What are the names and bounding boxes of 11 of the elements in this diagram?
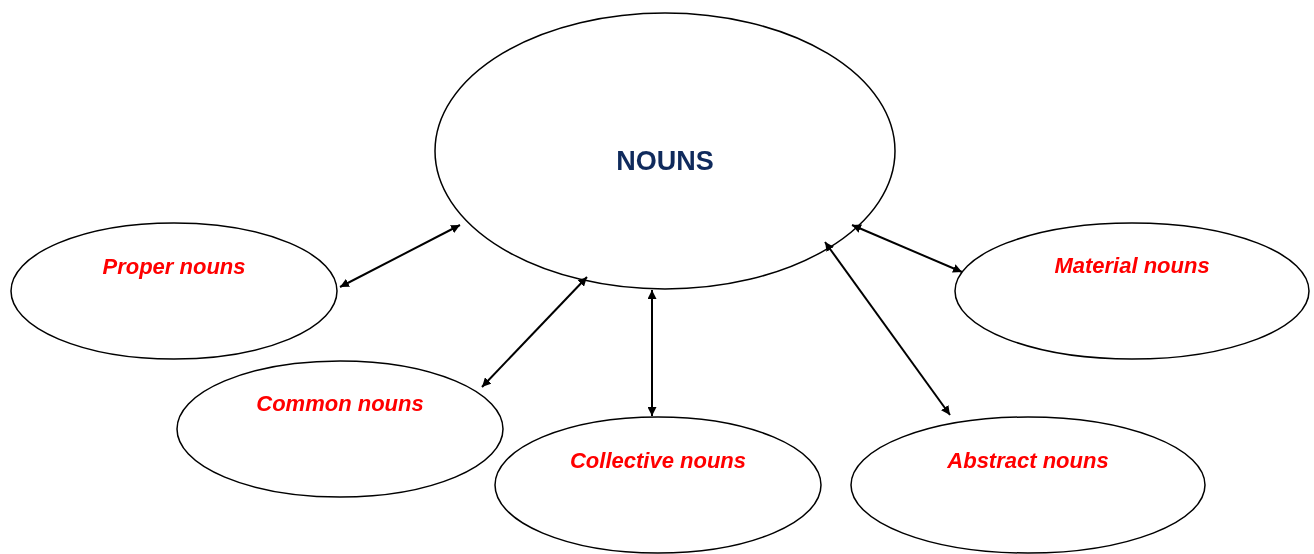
node-label: Common nouns <box>256 391 424 417</box>
node-label: Material nouns <box>1054 253 1210 279</box>
double-arrow <box>851 224 963 273</box>
node-label: Proper nouns <box>102 254 246 280</box>
double-arrow <box>481 276 588 388</box>
double-arrow <box>647 289 657 417</box>
double-arrow <box>824 241 951 416</box>
node-label: Collective nouns <box>569 448 746 474</box>
node-label: Abstract nouns <box>947 448 1109 474</box>
node-title: NOUNS <box>616 146 714 177</box>
double-arrow <box>339 224 461 288</box>
